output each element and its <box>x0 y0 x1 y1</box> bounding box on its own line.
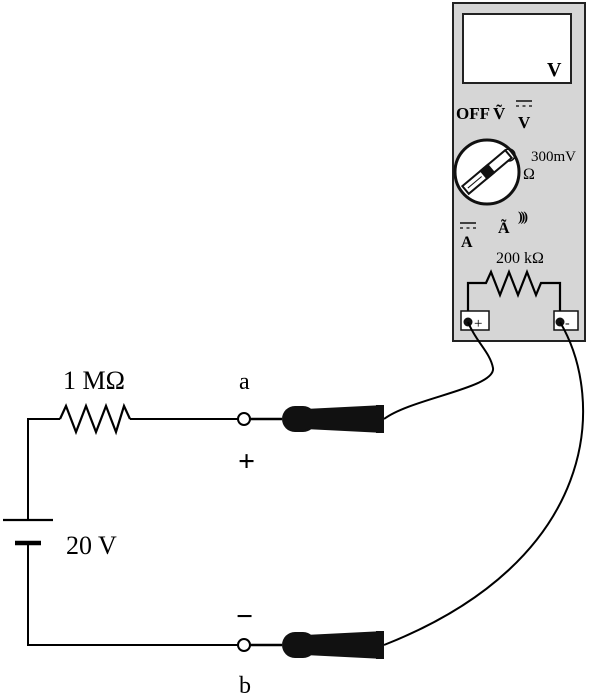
battery-20v <box>3 518 53 546</box>
terminal-a[interactable] <box>237 412 251 426</box>
jack-minus[interactable]: - <box>553 310 579 331</box>
dial-millivolts-label[interactable]: 300mV <box>531 149 576 165</box>
jack-plus[interactable]: + <box>460 310 490 332</box>
jack-plus-label: + <box>474 316 482 332</box>
probe-leads <box>383 321 585 646</box>
probe-red-lead-top[interactable] <box>250 405 384 433</box>
source-label: 20 V <box>66 531 117 560</box>
dial-dc-amps-label[interactable]: A <box>461 234 473 251</box>
terminal-b[interactable] <box>237 638 251 652</box>
rotary-selector-knob[interactable] <box>453 138 521 206</box>
probe-black-lead-bottom[interactable] <box>250 631 384 659</box>
resistor-label: 1 MΩ <box>63 366 125 395</box>
minus-sign: − <box>236 600 253 633</box>
circuit-wires <box>27 418 238 646</box>
internal-resistor-icon <box>466 268 562 322</box>
terminal-b-label: b <box>239 673 251 699</box>
terminal-a-label: a <box>239 369 250 395</box>
dial-ohms-label[interactable]: Ω <box>523 166 535 183</box>
resistor-1mohm <box>59 402 131 436</box>
display-unit: V <box>547 59 562 81</box>
dial-ac-volts-label[interactable]: Ṽ <box>493 103 506 123</box>
jack-minus-label: - <box>565 316 570 331</box>
multimeter: V OFF Ṽ V 300mV Ω ))) Ã A 200 kΩ <box>452 2 586 342</box>
dial-off-label[interactable]: OFF <box>456 104 490 123</box>
plus-sign: + <box>238 445 255 478</box>
dial-ac-amps-label[interactable]: Ã <box>498 218 510 237</box>
internal-resistance-label: 200 kΩ <box>496 250 544 267</box>
meter-display <box>462 13 572 84</box>
dial-dc-volts-label[interactable]: V <box>518 113 531 132</box>
